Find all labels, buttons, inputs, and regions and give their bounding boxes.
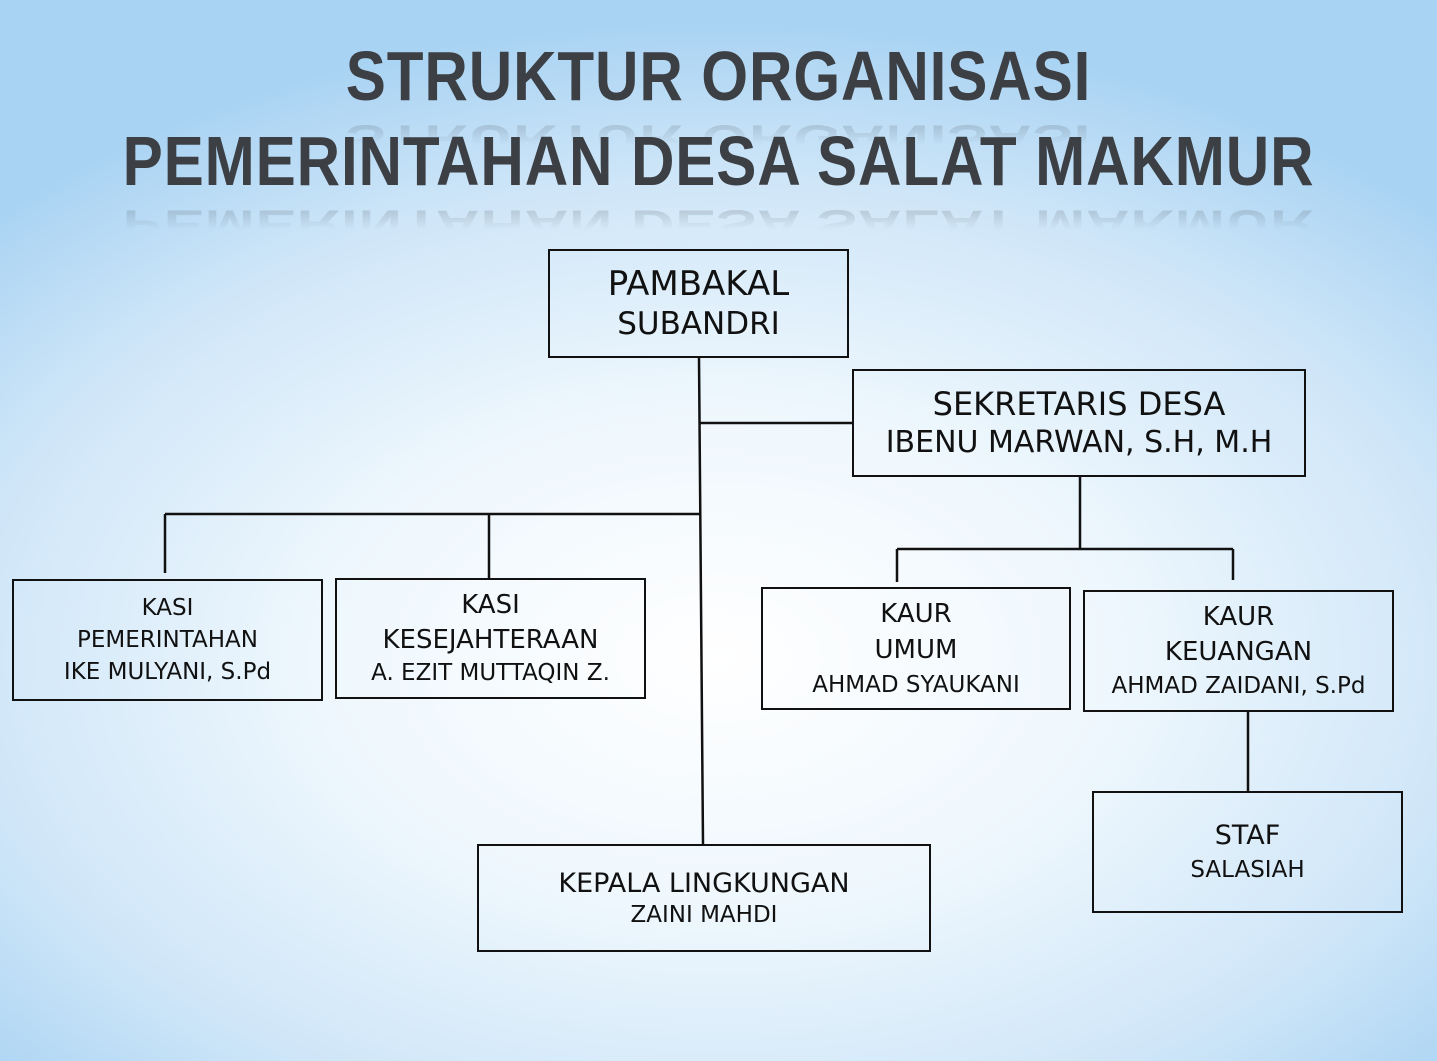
- name: SUBANDRI: [617, 306, 780, 343]
- node-kasi-kesejahteraan: KASI KESEJAHTERAAN A. EZIT MUTTAQIN Z.: [335, 578, 646, 699]
- node-pambakal: PAMBAKAL SUBANDRI: [548, 249, 849, 358]
- line-pambakal-trunk: [697, 357, 705, 845]
- name: IKE MULYANI, S.Pd: [63, 659, 272, 686]
- role: KEPALA LINGKUNGAN: [558, 867, 850, 899]
- role: KASI: [461, 589, 520, 620]
- name: AHMAD ZAIDANI, S.Pd: [1111, 672, 1366, 699]
- name: A. EZIT MUTTAQIN Z.: [371, 660, 610, 687]
- name: ZAINI MAHDI: [630, 901, 778, 928]
- role-detail: UMUM: [874, 635, 958, 666]
- node-kepala-lingkungan: KEPALA LINGKUNGAN ZAINI MAHDI: [477, 844, 931, 952]
- node-staf: STAF SALASIAH: [1092, 791, 1403, 913]
- node-kaur-keuangan: KAUR KEUANGAN AHMAD ZAIDANI, S.Pd: [1083, 590, 1394, 712]
- role: KAUR: [880, 599, 952, 630]
- role: PAMBAKAL: [607, 263, 790, 304]
- name: IBENU MARWAN, S.H, M.H: [885, 425, 1273, 461]
- name: AHMAD SYAUKANI: [812, 671, 1020, 698]
- role: SEKRETARIS DESA: [932, 385, 1226, 424]
- role-detail: KEUANGAN: [1164, 637, 1313, 668]
- role: STAF: [1214, 820, 1281, 852]
- node-kasi-pemerintahan: KASI PEMERINTAHAN IKE MULYANI, S.Pd: [12, 579, 323, 701]
- role-detail: PEMERINTAHAN: [77, 626, 258, 653]
- title-line-1: STRUKTUR ORGANISASI: [345, 37, 1092, 115]
- name: SALASIAH: [1190, 856, 1305, 883]
- node-kaur-umum: KAUR UMUM AHMAD SYAUKANI: [761, 587, 1071, 710]
- role: KAUR: [1202, 602, 1275, 633]
- title-line-2: PEMERINTAHAN DESA SALAT MAKMUR: [122, 122, 1315, 200]
- role-detail: KESEJAHTERAAN: [382, 624, 599, 655]
- role: KASI: [141, 594, 194, 621]
- node-sekretaris-desa: SEKRETARIS DESA IBENU MARWAN, S.H, M.H: [852, 369, 1306, 477]
